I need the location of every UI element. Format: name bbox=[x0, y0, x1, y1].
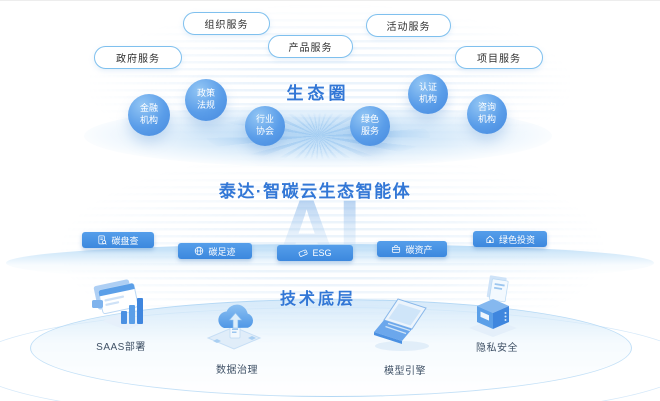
node-label-line2: 法规 bbox=[196, 100, 215, 110]
cloud-upload-icon bbox=[202, 295, 266, 362]
capability-pill-carbon-assets: 碳资产 bbox=[377, 241, 447, 257]
tech-item-label-data-governance: 数据治理 bbox=[216, 365, 258, 376]
service-pill-label: 产品服务 bbox=[288, 43, 333, 54]
node-label-line1: 咨询 bbox=[477, 102, 496, 113]
briefcase-icon bbox=[392, 245, 401, 253]
service-pill-project: 项目服务 bbox=[455, 46, 543, 69]
service-pill-activity: 活动服务 bbox=[366, 14, 451, 37]
node-label-line1: 行业 bbox=[255, 114, 274, 125]
tech-layer-title: 技术底层 bbox=[279, 291, 356, 308]
ecosystem-node-industry-association: 行业 协会 bbox=[245, 106, 285, 146]
capability-pill-label: 碳资产 bbox=[405, 244, 433, 255]
service-pill-label: 活动服务 bbox=[386, 22, 431, 33]
house-icon bbox=[486, 235, 494, 243]
node-label-line1: 政策 bbox=[196, 88, 215, 99]
service-pill-label: 项目服务 bbox=[477, 54, 521, 65]
document-audit-icon bbox=[98, 235, 108, 245]
laptop-icon bbox=[368, 295, 438, 360]
capability-pill-carbon-footprint: 碳足迹 bbox=[178, 243, 252, 259]
service-pill-label: 政府服务 bbox=[116, 54, 160, 65]
sunburst-rays bbox=[206, 113, 430, 159]
tech-item-label-privacy-security: 隐私安全 bbox=[476, 343, 518, 354]
capability-pill-label: 绿色投资 bbox=[498, 234, 535, 245]
ecosystem-node-green-service: 绿色 服务 bbox=[350, 106, 390, 146]
ecosystem-node-finance: 金融 机构 bbox=[128, 94, 170, 136]
wallet-icon bbox=[299, 249, 309, 257]
secure-printer-icon bbox=[460, 275, 524, 344]
ecosystem-node-consulting: 咨询 机构 bbox=[467, 94, 507, 134]
tech-item-label-saas: SAAS部署 bbox=[96, 342, 146, 353]
node-label-line2: 机构 bbox=[418, 94, 437, 104]
globe-icon bbox=[195, 246, 204, 256]
platform-title: 泰达·智碳云生态智能体 bbox=[0, 177, 630, 202]
service-pill-government: 政府服务 bbox=[94, 46, 182, 69]
node-label-line1: 认证 bbox=[418, 82, 437, 93]
node-label-line1: 金融 bbox=[139, 103, 158, 114]
capability-pill-label: 碳盘查 bbox=[111, 235, 139, 246]
capability-pill-carbon-inventory: 碳盘查 bbox=[82, 232, 154, 248]
capability-pill-esg: ESG bbox=[277, 245, 353, 261]
node-label-line2: 机构 bbox=[139, 115, 158, 125]
service-pill-organization: 组织服务 bbox=[183, 12, 270, 35]
capability-pill-green-investment: 绿色投资 bbox=[473, 231, 547, 247]
node-label-line2: 机构 bbox=[477, 114, 496, 124]
tech-item-label-model-engine: 模型引擎 bbox=[384, 366, 426, 377]
ecosystem-node-certification: 认证 机构 bbox=[408, 74, 448, 114]
service-pill-product: 产品服务 bbox=[268, 35, 353, 58]
ecosystem-node-policy: 政策 法规 bbox=[185, 79, 227, 121]
ecosystem-title: 生态圈 bbox=[286, 84, 350, 103]
dashboard-bars-icon bbox=[86, 273, 150, 340]
service-pill-label: 组织服务 bbox=[204, 20, 249, 31]
capability-pill-label: ESG bbox=[312, 248, 332, 258]
node-label-line1: 绿色 bbox=[360, 114, 379, 125]
node-label-line2: 服务 bbox=[360, 126, 379, 136]
capability-pill-label: 碳足迹 bbox=[208, 246, 236, 257]
node-label-line2: 协会 bbox=[255, 126, 274, 136]
